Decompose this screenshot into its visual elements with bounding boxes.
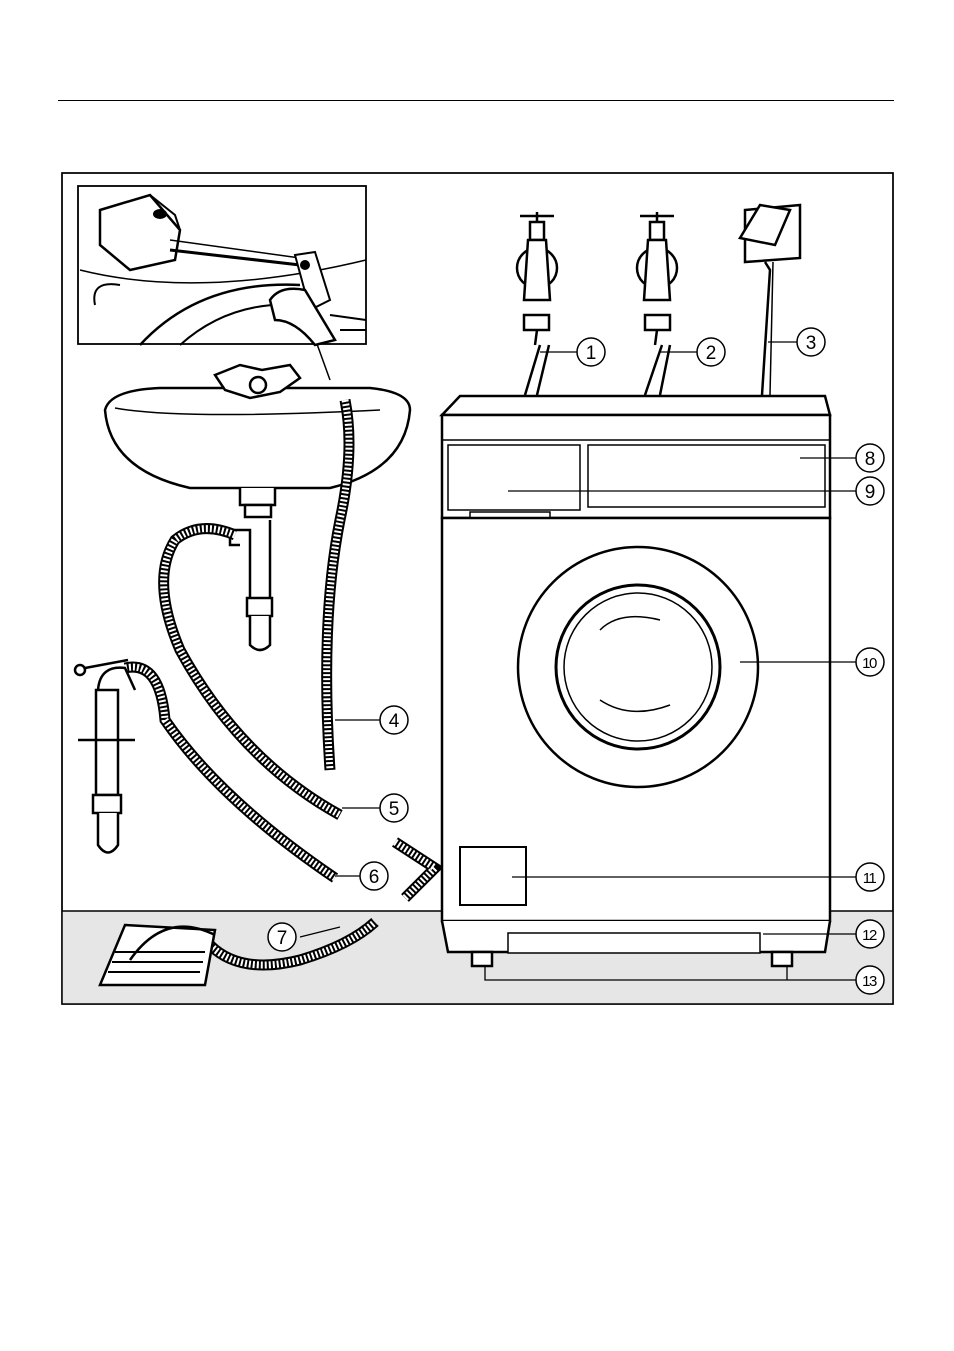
callout-2: 2 (697, 338, 725, 366)
callout-10: 10 (856, 648, 884, 676)
callout-label-4: 4 (389, 711, 400, 732)
callout-4: 4 (380, 706, 408, 734)
callout-label-3: 3 (806, 333, 817, 354)
callout-label-9: 9 (865, 482, 876, 503)
washing-machine (442, 396, 830, 966)
callout-1: 1 (577, 338, 605, 366)
callout-label-10: 10 (862, 655, 877, 672)
callout-label-12: 12 (862, 927, 877, 944)
callout-6: 6 (360, 862, 388, 890)
callout-label-11: 11 (863, 870, 877, 887)
callout-label-2: 2 (706, 343, 717, 364)
callout-12: 12 (856, 920, 884, 948)
callout-label-5: 5 (389, 799, 400, 820)
callout-label-13: 13 (862, 973, 877, 990)
callout-13: 13 (856, 966, 884, 994)
callout-7: 7 (268, 923, 296, 951)
callout-5: 5 (380, 794, 408, 822)
callout-label-6: 6 (369, 867, 380, 888)
callout-8: 8 (856, 444, 884, 472)
callout-label-7: 7 (277, 928, 288, 949)
callout-11: 11 (856, 863, 884, 891)
callout-label-8: 8 (865, 449, 876, 470)
callout-9: 9 (856, 477, 884, 505)
callout-3: 3 (797, 328, 825, 356)
callout-label-1: 1 (586, 343, 597, 364)
